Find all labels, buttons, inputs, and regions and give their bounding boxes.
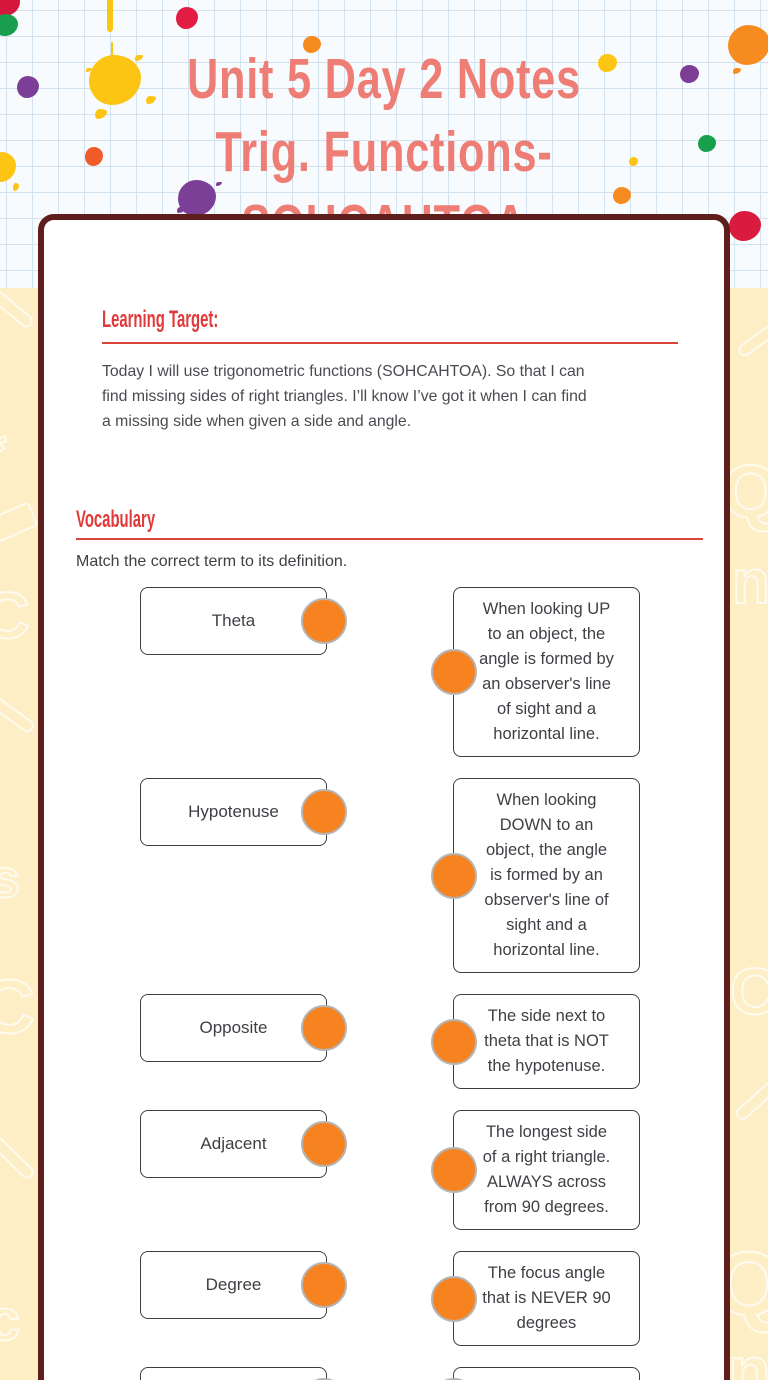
definition-connector-dot[interactable]: [431, 852, 477, 899]
match-row: Degree The focus angle that is NEVER 90 …: [140, 1251, 660, 1346]
learning-target-underline: [102, 342, 678, 344]
vocabulary-underline: [76, 538, 703, 540]
term-box-degree[interactable]: Degree: [140, 1251, 347, 1319]
match-row: Theta When looking UP to an object, the …: [140, 587, 660, 757]
term-label: Adjacent: [200, 1134, 267, 1153]
paint-splat-yellow-tiny: [629, 157, 638, 166]
worksheet-card: Learning Target: Today I will use trigon…: [38, 214, 730, 1380]
paint-splat-green: [0, 14, 18, 36]
term-label: Hypotenuse: [188, 802, 279, 821]
term-connector-dot[interactable]: [301, 1121, 347, 1167]
paint-splat-orange: [303, 36, 321, 53]
paint-splat-orange: [613, 187, 631, 204]
pencil-doodle: [0, 690, 37, 735]
definition-box[interactable]: The side next to theta that is NOT the h…: [431, 994, 640, 1089]
term-box-6[interactable]: [140, 1367, 347, 1380]
term-box-theta[interactable]: Theta: [140, 587, 347, 655]
match-row: Opposite The side next to theta that is …: [140, 994, 660, 1089]
matching-instruction: Match the correct term to its definition…: [76, 553, 348, 570]
term-connector-dot[interactable]: [301, 1005, 347, 1051]
paint-splat-purple: [17, 76, 39, 98]
learning-target-text: Today I will use trigonometric functions…: [102, 363, 587, 430]
definition-box[interactable]: The focus angle that is NEVER 90 degrees: [431, 1251, 640, 1346]
definition-label: The focus angle that is NEVER 90 degrees: [482, 1264, 611, 1332]
doodle-letter-c: C: [729, 954, 768, 1028]
definition-box[interactable]: When looking UP to an object, the angle …: [431, 587, 640, 757]
term-box-adjacent[interactable]: Adjacent: [140, 1110, 347, 1178]
title-line-1: Unit 5 Day 2 Notes: [186, 47, 582, 111]
term-connector-dot[interactable]: [301, 789, 347, 835]
definition-box[interactable]: The longest side of a right triangle. AL…: [431, 1110, 640, 1230]
pencil-doodle: [0, 282, 36, 331]
definition-box[interactable]: [431, 1367, 640, 1380]
doodle-shape: *: [0, 424, 7, 478]
doodle-letter-c: C: [0, 578, 31, 652]
definition-connector-dot[interactable]: [431, 1147, 477, 1193]
match-row: Hypotenuse When looking DOWN to an objec…: [140, 778, 660, 973]
definition-label: The longest side of a right triangle. AL…: [482, 1123, 611, 1216]
doodle-letter-c: C: [0, 965, 36, 1050]
term-label: Degree: [205, 1275, 262, 1294]
paint-splat-green: [698, 135, 716, 152]
pencil-doodle: [733, 1074, 768, 1123]
paint-splat-orange-red: [85, 147, 103, 166]
definition-box[interactable]: When looking DOWN to an object, the angl…: [431, 778, 640, 973]
doodle-letter-s: s: [0, 849, 21, 909]
matching-rows: Theta When looking UP to an object, the …: [140, 587, 660, 1380]
paint-splat-purple: [680, 65, 699, 83]
term-box-opposite[interactable]: Opposite: [140, 994, 347, 1062]
pencil-doodle: [0, 501, 39, 549]
definition-connector-dot[interactable]: [431, 1275, 477, 1322]
vocabulary-heading: Vocabulary: [76, 506, 156, 533]
term-connector-dot[interactable]: [301, 598, 347, 644]
paint-splat-yellow: [598, 54, 617, 72]
learning-target-heading: Learning Target:: [102, 306, 219, 333]
paint-splat-orange-large: [728, 25, 768, 65]
term-connector-dot[interactable]: [301, 1262, 347, 1308]
definition-label: When looking DOWN to an object, the angl…: [484, 791, 609, 959]
paint-splat-purple-large: [178, 180, 216, 216]
match-row: Adjacent The longest side of a right tri…: [140, 1110, 660, 1230]
paint-splat-red: [729, 211, 761, 241]
title-line-2: Trig. Functions-: [215, 120, 553, 184]
paint-splat-yellow-large: [89, 55, 141, 105]
paint-splat-crimson: [0, 0, 20, 16]
doodle-letter-n: n: [731, 548, 768, 617]
paint-splat-yellow-drip: [107, 0, 113, 32]
term-label: Opposite: [199, 1018, 268, 1037]
definition-connector-dot[interactable]: [431, 649, 477, 695]
doodle-letter-c: c: [0, 1288, 21, 1353]
paint-splat-red: [176, 7, 198, 29]
doodle-letter-n: n: [727, 1332, 768, 1380]
pencil-doodle: [0, 1131, 37, 1182]
definition-label: When looking UP to an object, the angle …: [479, 600, 614, 743]
definition-label: The side next to theta that is NOT the h…: [484, 1007, 609, 1075]
pencil-doodle: [735, 314, 768, 359]
term-box-hypotenuse[interactable]: Hypotenuse: [140, 778, 347, 846]
paint-splat-yellow: [0, 152, 16, 182]
term-label: Theta: [211, 611, 256, 630]
match-row: [140, 1367, 660, 1380]
definition-connector-dot[interactable]: [431, 1018, 477, 1065]
